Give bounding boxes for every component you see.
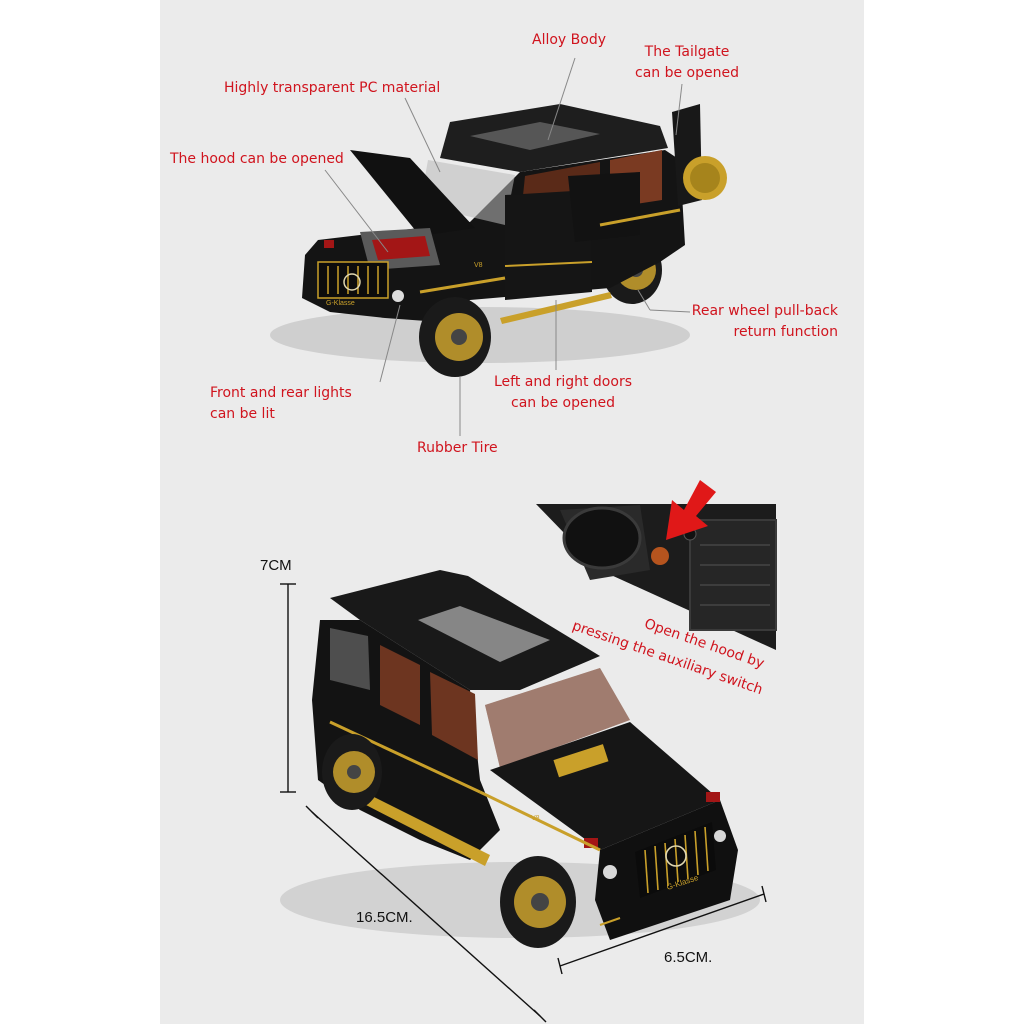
label-alloy-body: Alloy Body (532, 32, 606, 48)
label-pc-material: Highly transparent PC material (224, 80, 441, 96)
label-rubber-tire: Rubber Tire (417, 440, 498, 456)
v8-badge-bottom: V8 (531, 815, 540, 822)
front-wheel-bottom (500, 856, 576, 948)
label-lights-line1: Front and rear lights (210, 385, 352, 401)
label-rear-wheel: Rear wheel pull-back return function (670, 301, 838, 343)
dimension-length-label: 16.5CM. (356, 909, 413, 926)
label-tailgate-line1: The Tailgate (644, 44, 730, 60)
label-tailgate-line2: can be opened (635, 65, 739, 81)
label-hood-opened: The hood can be opened (170, 151, 344, 167)
dimension-width-label: 6.5CM. (664, 949, 713, 966)
dimension-height-label: 7CM (260, 557, 292, 574)
v8-badge-top: V8 (474, 262, 483, 269)
red-arrow-icon (666, 480, 716, 540)
rear-wheel-bottom (322, 734, 382, 810)
label-lights-line2: can be lit (210, 406, 275, 422)
label-tailgate: The Tailgate can be opened (626, 42, 748, 84)
label-rear-wheel-line2: return function (733, 324, 838, 340)
label-lights: Front and rear lights can be lit (210, 383, 352, 425)
label-doors-line2: can be opened (511, 395, 615, 411)
dimension-lines (280, 583, 767, 1023)
label-doors-line1: Left and right doors (494, 374, 632, 390)
label-rear-wheel-line1: Rear wheel pull-back (691, 303, 838, 319)
front-wheel-top (419, 297, 491, 377)
grille-badge-top: G-Klasse (326, 300, 355, 307)
label-doors: Left and right doors can be opened (490, 372, 636, 414)
